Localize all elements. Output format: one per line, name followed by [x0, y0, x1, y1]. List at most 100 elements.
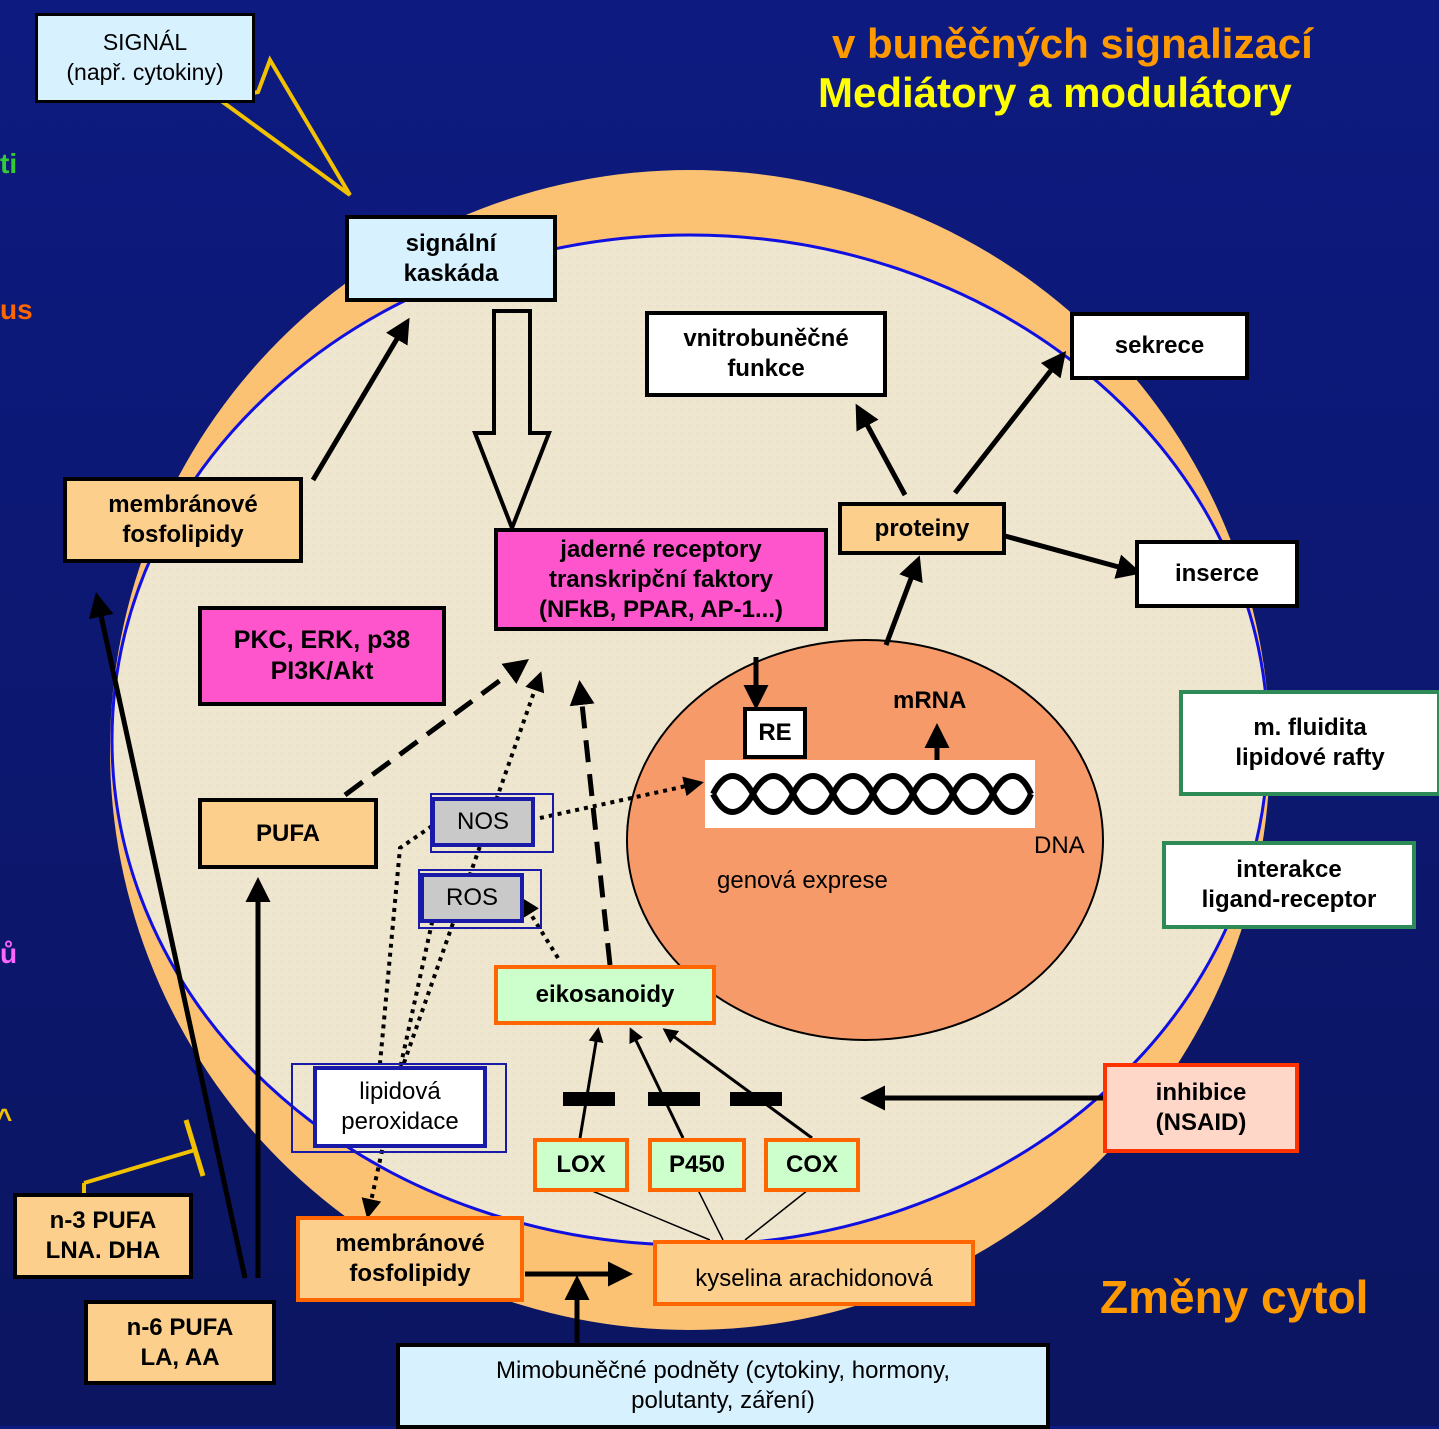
membrane-bottom-label-2: fosfolipidy — [349, 1260, 471, 1287]
membrane-phospholipids-bottom: membránové fosfolipidy — [296, 1216, 524, 1302]
n6-pufa-box: n-6 PUFA LA, AA — [84, 1300, 276, 1385]
interaction-label-2: ligand-receptor — [1201, 886, 1377, 913]
n3-pufa-box: n-3 PUFA LNA. DHA — [13, 1193, 193, 1279]
signal-label-1: SIGNÁL — [102, 29, 188, 56]
ros-box: ROS — [420, 873, 524, 923]
arrow-p450-to-eicosanoids — [629, 1027, 685, 1139]
nuclear-receptors-box: jaderné receptory transkripční faktory (… — [494, 528, 828, 631]
signal-label-2: (např. cytokiny) — [66, 59, 224, 85]
lipid-perox-label-2: peroxidace — [341, 1108, 459, 1135]
membrane-bottom-label-1: membránové — [335, 1230, 485, 1257]
extracellular-label-1: Mimobuněčné podněty (cytokiny, hormony, — [496, 1357, 950, 1384]
p450-box: P450 — [648, 1138, 746, 1192]
interaction-box: interakce ligand-receptor — [1162, 841, 1416, 929]
title-line-3: Mediátory a modulátory — [818, 69, 1292, 116]
dna-strip — [705, 760, 1035, 828]
dotted-nos-to-dna — [539, 776, 704, 820]
inhibition-label-1: inhibice — [1155, 1079, 1247, 1106]
signal-cascade-box: signální kaskáda — [345, 215, 557, 302]
membrane-phospholipids-top: membránové fosfolipidy — [63, 477, 303, 563]
intracell-label-2: funkce — [727, 355, 805, 382]
dashed-eico-to-receptors — [569, 680, 613, 966]
inhibition-label-2: (NSAID) — [1155, 1109, 1247, 1136]
kinases-label-1: PKC, ERK, p38 — [233, 625, 411, 654]
arrow-membrane-to-cascade — [310, 317, 410, 482]
n3-label-2: LNA. DHA — [45, 1237, 161, 1264]
eicosanoids-box: eikosanoidy — [494, 965, 716, 1025]
dna-label: DNA — [1034, 832, 1085, 859]
re-box: RE — [743, 707, 807, 759]
line-arach-lox — [589, 1189, 711, 1241]
lipid-perox-frame — [291, 1063, 507, 1153]
block-bar-cox — [730, 1092, 782, 1106]
block-bar-p450 — [648, 1092, 700, 1106]
fluidity-label-1: m. fluidita — [1253, 714, 1367, 741]
eicosanoids-label: eikosanoidy — [535, 981, 675, 1008]
insertion-box: inserce — [1135, 540, 1299, 608]
cox-box: COX — [764, 1138, 860, 1192]
line-arach-cox — [744, 1189, 809, 1241]
n6-label-1: n-6 PUFA — [126, 1313, 234, 1341]
left-fragment-magenta: ů — [0, 938, 18, 969]
intracell-label-1: vnitrobuněčné — [683, 325, 849, 352]
dna-helix-icon — [710, 773, 1034, 815]
arrow-lox-to-eicosanoids — [578, 1027, 604, 1139]
lipid-peroxidation-box: lipidová peroxidace — [313, 1066, 487, 1148]
arachidonic-acid-box: kyselina arachidonová — [653, 1240, 975, 1306]
block-bar-lox — [563, 1092, 615, 1106]
receptors-label-1: jaderné receptory — [560, 535, 762, 563]
dotted-eico-to-ros — [519, 896, 560, 960]
signal-box: SIGNÁL (např. cytokiny) — [35, 13, 255, 103]
receptors-label-2: transkripční faktory — [548, 565, 774, 593]
kinases-box: PKC, ERK, p38 PI3K/Akt — [198, 606, 446, 706]
fluidity-label-2: lipidové rafty — [1235, 744, 1385, 771]
nos-label: NOS — [456, 808, 509, 835]
arrow-proteins-to-secretion — [953, 351, 1067, 495]
lox-box: LOX — [533, 1138, 629, 1192]
secretion-label: sekrece — [1114, 332, 1205, 359]
lox-label: LOX — [556, 1151, 606, 1178]
intracellular-functions-box: vnitrobuněčné funkce — [645, 311, 887, 397]
nos-box: NOS — [431, 797, 535, 847]
proteins-label: proteiny — [874, 514, 970, 542]
left-fragment-green: ti — [0, 148, 18, 179]
ros-frame — [418, 869, 542, 929]
gene-expression-label: genová exprese — [717, 867, 888, 894]
lipid-perox-label-1: lipidová — [359, 1078, 441, 1105]
re-label: RE — [758, 719, 792, 746]
arrow-cox-to-eicosanoids — [662, 1028, 813, 1140]
mrna-label: mRNA — [893, 687, 967, 714]
inhibition-box: inhibice (NSAID) — [1103, 1063, 1299, 1153]
n3-inhibit-bar — [183, 1119, 206, 1177]
left-fragment-yellow: ^ — [0, 1103, 13, 1134]
n3-label-1: n-3 PUFA — [49, 1207, 157, 1234]
arrow-n6-to-membrane — [89, 592, 248, 1279]
extracellular-stimuli-box: Mimobuněčné podněty (cytokiny, hormony, … — [396, 1343, 1050, 1429]
fluidity-box: m. fluidita lipidové rafty — [1179, 690, 1439, 796]
p450-label: P450 — [668, 1151, 726, 1178]
n3-inhibit-line — [83, 1148, 196, 1185]
ros-label: ROS — [445, 884, 498, 911]
secretion-box: sekrece — [1070, 312, 1249, 380]
dashed-pufa-to-receptors — [343, 659, 530, 798]
insertion-label: inserce — [1174, 560, 1260, 587]
proteins-box: proteiny — [838, 502, 1006, 555]
membrane-top-label-1: membránové — [108, 491, 258, 518]
arrow-proteins-to-intracell — [855, 403, 908, 497]
signal-cascade-label-1: signální — [405, 229, 497, 257]
left-fragment-orange: us — [0, 294, 33, 325]
dotted-perox-to-membrane — [361, 894, 440, 1219]
pufa-label: PUFA — [255, 819, 320, 847]
membrane-top-label-2: fosfolipidy — [122, 521, 244, 548]
line-arach-p450 — [697, 1189, 724, 1241]
kinases-label-2: PI3K/Akt — [270, 657, 374, 685]
title-line-2: v buněčných signalizací — [832, 20, 1313, 67]
title-bottom-right: Změny cytol — [1100, 1271, 1369, 1323]
extracellular-label-2: polutanty, záření) — [631, 1387, 815, 1414]
receptors-label-3: (NFkB, PPAR, AP-1...) — [538, 595, 784, 623]
arachidonic-label: kyselina arachidonová — [695, 1265, 933, 1292]
pufa-box: PUFA — [198, 798, 378, 869]
cox-label: COX — [785, 1151, 838, 1178]
hollow-arrow-cascade — [472, 309, 552, 533]
interaction-label-1: interakce — [1236, 856, 1342, 883]
